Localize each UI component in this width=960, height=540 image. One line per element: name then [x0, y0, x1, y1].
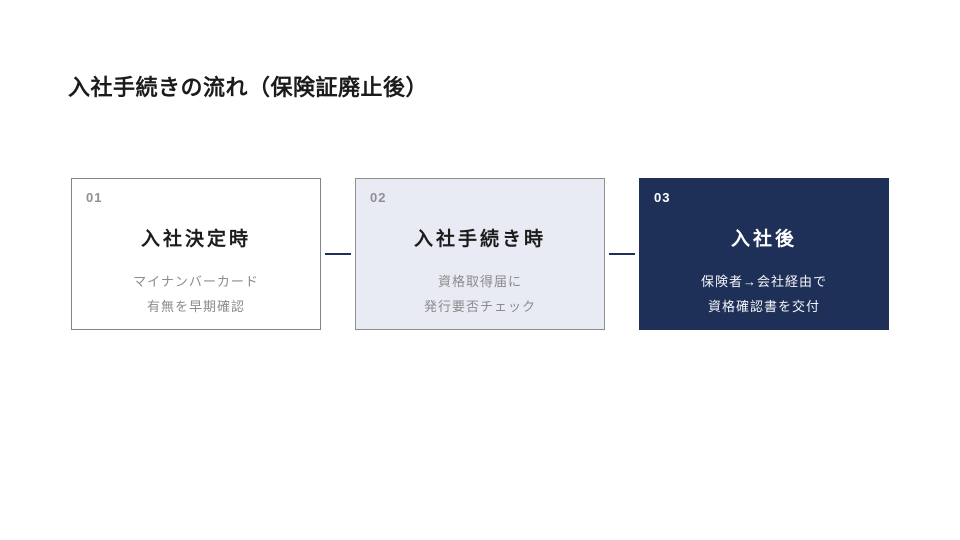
step-content: 入社後 保険者→会社経由で 資格確認書を交付 — [640, 179, 888, 319]
step-number-label: 02 — [370, 190, 387, 205]
step-description-line: 有無を早期確認 — [146, 299, 245, 314]
step-description: 保険者→会社経由で 資格確認書を交付 — [640, 269, 888, 319]
step-content: 入社決定時 マイナンバーカード 有無を早期確認 — [72, 179, 320, 319]
step-card-2: 02 入社手続き時 資格取得届に 発行要否チェック — [355, 178, 605, 330]
step-description-line: 資格確認書を交付 — [707, 299, 820, 314]
step-description-line: 資格取得届に — [437, 274, 522, 289]
step-title: 入社後 — [730, 229, 797, 250]
step-description-line: マイナンバーカード — [133, 274, 259, 289]
step-card-3: 03 入社後 保険者→会社経由で 資格確認書を交付 — [639, 178, 889, 330]
step-description: 資格取得届に 発行要否チェック — [356, 269, 604, 319]
step-number-label: 03 — [654, 190, 671, 205]
step-description-line: 保険者→会社経由で — [700, 274, 827, 289]
step-card-1: 01 入社決定時 マイナンバーカード 有無を早期確認 — [71, 178, 321, 330]
step-number-label: 01 — [86, 190, 103, 205]
connector-line — [325, 253, 351, 255]
step-title: 入社決定時 — [140, 229, 251, 250]
step-description-line: 発行要否チェック — [423, 299, 536, 314]
step-title: 入社手続き時 — [413, 229, 546, 250]
step-description: マイナンバーカード 有無を早期確認 — [72, 269, 320, 319]
step-content: 入社手続き時 資格取得届に 発行要否チェック — [356, 179, 604, 319]
process-flow: 01 入社決定時 マイナンバーカード 有無を早期確認 02 入社手続き時 資格取… — [71, 178, 889, 330]
page-title: 入社手続きの流れ（保険証廃止後） — [68, 74, 429, 100]
connector-line — [609, 253, 635, 255]
